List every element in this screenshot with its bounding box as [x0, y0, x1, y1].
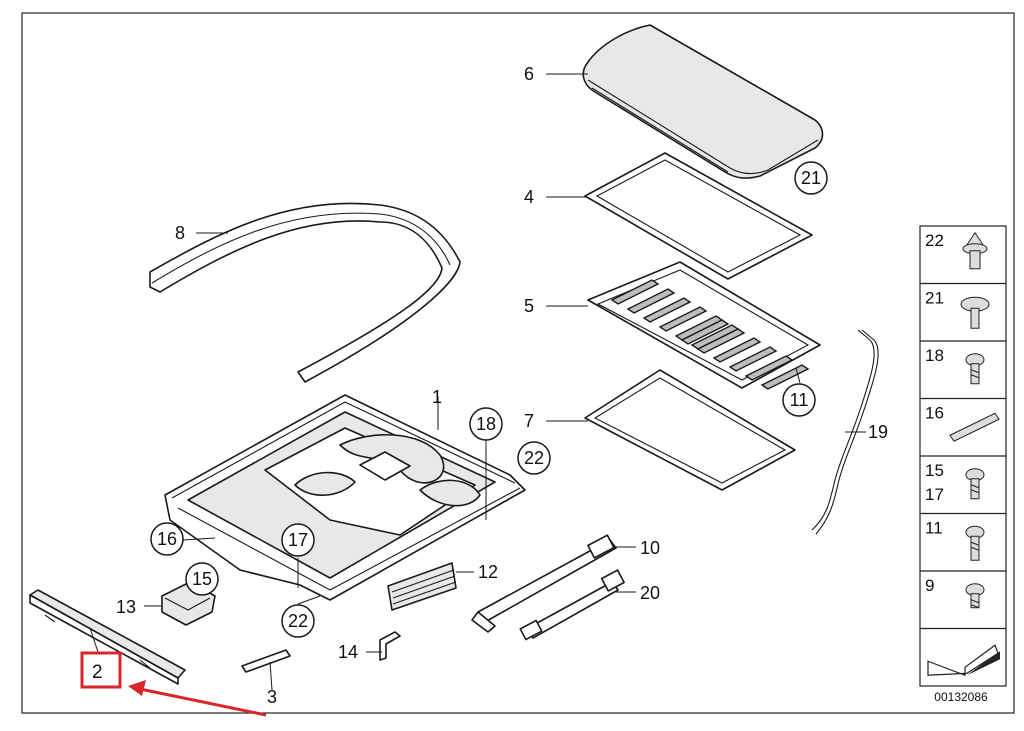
svg-text:18: 18	[476, 414, 496, 434]
legend-row: 22	[925, 231, 988, 270]
direction-arrow-icon	[927, 644, 1000, 677]
legend-row: 21	[925, 289, 990, 329]
legend-row: 11	[925, 519, 985, 561]
svg-text:16: 16	[157, 529, 177, 549]
part-19-drain-hose[interactable]	[811, 329, 879, 535]
label-10: 10	[640, 538, 660, 558]
label-5: 5	[524, 296, 534, 316]
label-4: 4	[524, 187, 534, 207]
part-20-drive-cable[interactable]	[519, 569, 625, 641]
svg-text:17: 17	[288, 530, 308, 550]
legend-row: 9	[925, 576, 985, 609]
svg-text:15: 15	[192, 569, 212, 589]
svg-text:22: 22	[288, 611, 308, 631]
legend-row	[927, 644, 1000, 677]
document-number: 00132086	[934, 690, 988, 704]
leader-3	[269, 661, 273, 691]
torx-screw-icon	[965, 468, 985, 500]
sunshade-slots	[610, 279, 810, 390]
highlight-arrow-shaft	[139, 687, 267, 717]
part-6-glass-panel[interactable]	[582, 24, 824, 179]
label-2: 2	[92, 662, 103, 683]
part-1-sunroof-frame[interactable]	[164, 394, 526, 601]
label-8: 8	[175, 223, 185, 243]
label-7: 7	[524, 411, 534, 431]
leader-11	[795, 367, 801, 384]
legend-row: 16	[925, 404, 1000, 442]
part-12-wind-deflector[interactable]	[387, 562, 457, 611]
legend-label: 21	[925, 289, 944, 308]
label-3: 3	[267, 687, 277, 707]
part-3-bracket[interactable]	[241, 649, 291, 673]
flange-screw-icon	[960, 296, 990, 329]
part-5-sunshade[interactable]	[587, 261, 821, 390]
legend-label: 15	[925, 461, 944, 480]
diagram-frame	[21, 12, 1015, 714]
svg-text:21: 21	[801, 168, 821, 188]
legend-label: 9	[925, 576, 934, 595]
label-20: 20	[640, 583, 660, 603]
part-4-glass-seal[interactable]	[584, 152, 813, 280]
svg-text:11: 11	[790, 390, 809, 410]
legend-label: 22	[925, 231, 944, 250]
hex-screw-icon	[965, 353, 985, 385]
part-14-clip[interactable]	[379, 631, 401, 661]
leader-16	[182, 537, 216, 541]
label-14: 14	[338, 642, 358, 662]
label-13: 13	[116, 597, 136, 617]
bubble-22-right: 22	[517, 441, 551, 475]
svg-text:22: 22	[524, 448, 544, 468]
bubble-16: 16	[150, 522, 184, 556]
leader-22-bottom	[297, 595, 321, 605]
legend-row: 18	[925, 346, 985, 385]
bubble-21: 21	[794, 161, 828, 195]
bubble-15: 15	[185, 562, 219, 596]
bubble-18: 18	[469, 407, 503, 441]
label-19: 19	[868, 422, 888, 442]
bubble-22-bottom: 22	[281, 604, 315, 638]
label-1: 1	[432, 387, 442, 407]
label-6: 6	[524, 64, 534, 84]
phillips-screw-icon	[965, 583, 985, 609]
highlight-part-2: 2	[80, 651, 267, 717]
legend-label: 16	[925, 404, 944, 423]
part-7-frame-seal[interactable]	[584, 369, 796, 491]
part-10-drive-cable[interactable]	[471, 534, 617, 633]
leader-2	[89, 627, 99, 653]
part-2-front-rail[interactable]	[29, 589, 186, 685]
bubble-11: 11	[782, 383, 816, 417]
part-8-guide-seal[interactable]	[149, 202, 461, 383]
legend-label: 11	[925, 519, 943, 538]
legend-label: 17	[925, 485, 944, 504]
highlight-arrow-head	[128, 680, 146, 696]
bubble-17: 17	[281, 523, 315, 557]
bracket-icon	[949, 412, 1000, 442]
push-clip-icon	[962, 231, 988, 270]
torx-screw-long-icon	[965, 525, 985, 561]
legend-label: 18	[925, 346, 944, 365]
label-12: 12	[478, 562, 498, 582]
